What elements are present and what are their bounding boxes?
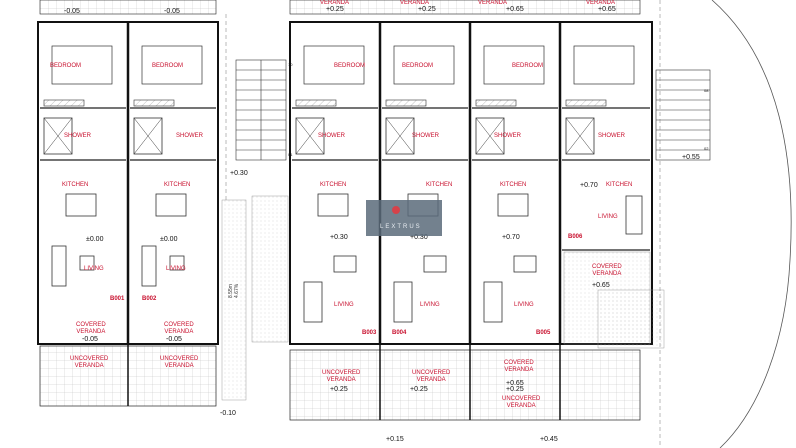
room-label-kitchen: KITCHEN [500, 182, 527, 188]
unit-code: B003 [362, 330, 377, 336]
level-marker: +0.15 [386, 436, 404, 443]
unit-code: B001 [110, 296, 125, 302]
room-label-uncovered-veranda: UNCOVERED VERANDA [412, 370, 451, 383]
room-label-living: LIVING [420, 302, 440, 308]
room-label-covered-veranda: COVERED VERANDA [504, 360, 534, 373]
level-marker: +0.30 [410, 234, 428, 241]
level-marker: +0.30 [230, 170, 248, 177]
level-marker: +0.65 [598, 6, 616, 13]
room-label-shower: SHOWER [494, 133, 521, 139]
room-label-kitchen: KITCHEN [62, 182, 89, 188]
level-marker: +0.25 [330, 386, 348, 393]
room-label-veranda: VERANDA [400, 0, 430, 6]
room-label-covered-veranda: COVERED VERANDA [164, 322, 194, 335]
stair-step-number: 01 [288, 152, 293, 157]
room-label-covered-veranda: COVERED VERANDA [76, 322, 106, 335]
level-marker: +0.25 [506, 386, 524, 393]
stair-step-number: 10 [288, 62, 293, 67]
level-marker: +0.25 [418, 6, 436, 13]
level-marker: ±0.00 [86, 236, 104, 243]
room-label-kitchen: KITCHEN [426, 182, 453, 188]
room-label-living: LIVING [514, 302, 534, 308]
logo-mark-icon [392, 206, 400, 214]
level-marker: +0.70 [502, 234, 520, 241]
level-marker: +0.70 [580, 182, 598, 189]
room-label-bedroom: BEDROOM [334, 63, 366, 69]
unit-code: B006 [568, 234, 583, 240]
unit-code: B005 [536, 330, 551, 336]
level-marker: +0.65 [592, 282, 610, 289]
level-marker: +0.45 [540, 436, 558, 443]
room-label-shower: SHOWER [318, 133, 345, 139]
logo-watermark [366, 200, 442, 236]
room-label-kitchen: KITCHEN [606, 182, 633, 188]
slope-dimension: 8.55m 4.67% [228, 283, 240, 298]
level-marker: +0.65 [506, 380, 524, 387]
room-label-shower: SHOWER [412, 133, 439, 139]
room-label-living: LIVING [334, 302, 354, 308]
room-label-veranda: VERANDA [478, 0, 508, 6]
room-label-bedroom: BEDROOM [402, 63, 434, 69]
room-label-living: LIVING [598, 214, 618, 220]
logo-text: LEXTRUS [380, 224, 422, 230]
level-marker: -0.10 [220, 410, 236, 417]
level-marker: -0.05 [166, 336, 182, 343]
level-marker: +0.55 [682, 154, 700, 161]
level-marker: -0.05 [64, 8, 80, 15]
room-label-kitchen: KITCHEN [320, 182, 347, 188]
room-label-uncovered-veranda: UNCOVERED VERANDA [322, 370, 361, 383]
level-marker: -0.05 [82, 336, 98, 343]
room-label-covered-veranda: COVERED VERANDA [592, 264, 622, 277]
room-label-kitchen: KITCHEN [164, 182, 191, 188]
room-label-uncovered-veranda: UNCOVERED VERANDA [502, 396, 541, 409]
room-label-living: LIVING [84, 266, 104, 272]
room-label-shower: SHOWER [598, 133, 625, 139]
room-label-shower: SHOWER [64, 133, 91, 139]
room-label-veranda: VERANDA [320, 0, 350, 6]
room-label-bedroom: BEDROOM [50, 63, 82, 69]
stair-step-number: 08 [704, 88, 709, 93]
room-label-bedroom: BEDROOM [512, 63, 544, 69]
level-marker: +0.25 [410, 386, 428, 393]
room-label-veranda: VERANDA [586, 0, 616, 6]
unit-code: B002 [142, 296, 157, 302]
room-label-living: LIVING [166, 266, 186, 272]
room-label-uncovered-veranda: UNCOVERED VERANDA [70, 356, 109, 369]
level-marker: +0.65 [506, 6, 524, 13]
room-label-bedroom: BEDROOM [152, 63, 184, 69]
level-marker: ±0.00 [160, 236, 178, 243]
room-label-shower: SHOWER [176, 133, 203, 139]
room-label-uncovered-veranda: UNCOVERED VERANDA [160, 356, 199, 369]
unit-code: B004 [392, 330, 407, 336]
stair-step-number: 02 [704, 146, 709, 151]
level-marker: +0.30 [330, 234, 348, 241]
level-marker: -0.05 [164, 8, 180, 15]
level-marker: +0.25 [326, 6, 344, 13]
